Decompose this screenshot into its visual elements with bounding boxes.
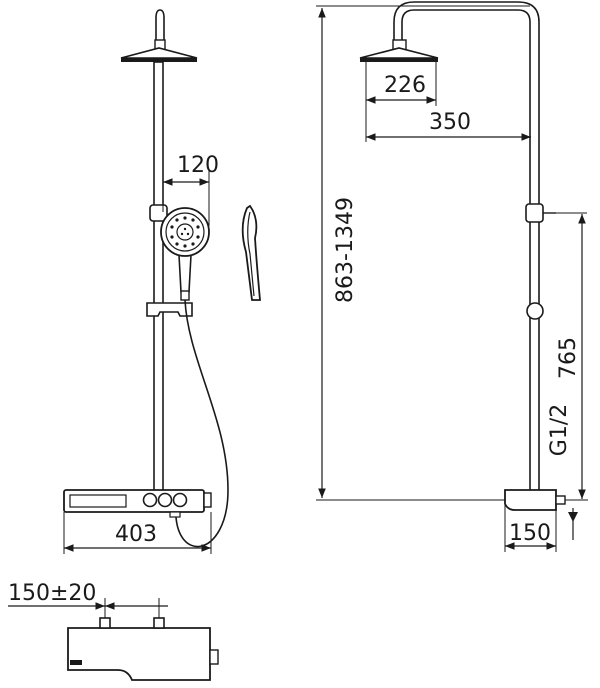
dim-mixer-width: 403	[63, 512, 212, 554]
shower-riser-pipe	[153, 9, 165, 493]
side-clamp-upper	[525, 203, 544, 223]
overhead-shower-head-front	[120, 39, 198, 62]
dim-label-120: 120	[177, 153, 219, 178]
dim-label-765: 765	[556, 337, 581, 379]
dim-connection: G1/2	[547, 404, 578, 540]
hand-shower-holder	[146, 302, 193, 317]
dim-mixer-depth: 150	[504, 505, 557, 552]
thermostatic-mixer-side	[504, 489, 566, 511]
side-clamp-lower	[526, 302, 544, 320]
dim-holder-height: 765	[556, 212, 588, 501]
dim-arm-reach: 350	[365, 106, 531, 142]
hand-shower-front	[160, 207, 210, 301]
side-riser-arm	[393, 1, 540, 490]
inlet-right	[153, 617, 165, 629]
mixer-detail-view: 150±20	[8, 581, 219, 681]
dim-label-150pm20: 150±20	[8, 581, 96, 606]
dim-label-150: 150	[509, 521, 551, 546]
dim-total-height: 863-1349	[316, 5, 530, 501]
dim-inlet-spacing: 150±20	[8, 581, 168, 618]
dim-label-403: 403	[115, 522, 157, 547]
overhead-shower-head-side	[359, 39, 439, 62]
thermostatic-mixer-front	[63, 489, 212, 518]
side-view: 226 350 863-1349 765 G1/2	[316, 1, 588, 552]
front-view: 120 403	[63, 9, 261, 554]
dim-overhead-diameter: 226	[365, 62, 437, 106]
shower-hose	[175, 299, 229, 548]
hand-shower-side	[241, 204, 261, 301]
mixer-body-detail	[67, 627, 211, 681]
dim-label-350: 350	[429, 110, 471, 135]
inlet-left	[99, 617, 111, 629]
dim-label-g12: G1/2	[547, 404, 572, 456]
dim-label-863-1349: 863-1349	[333, 197, 358, 303]
dim-label-226: 226	[384, 73, 426, 98]
dim-handshower-width: 120	[162, 153, 219, 226]
